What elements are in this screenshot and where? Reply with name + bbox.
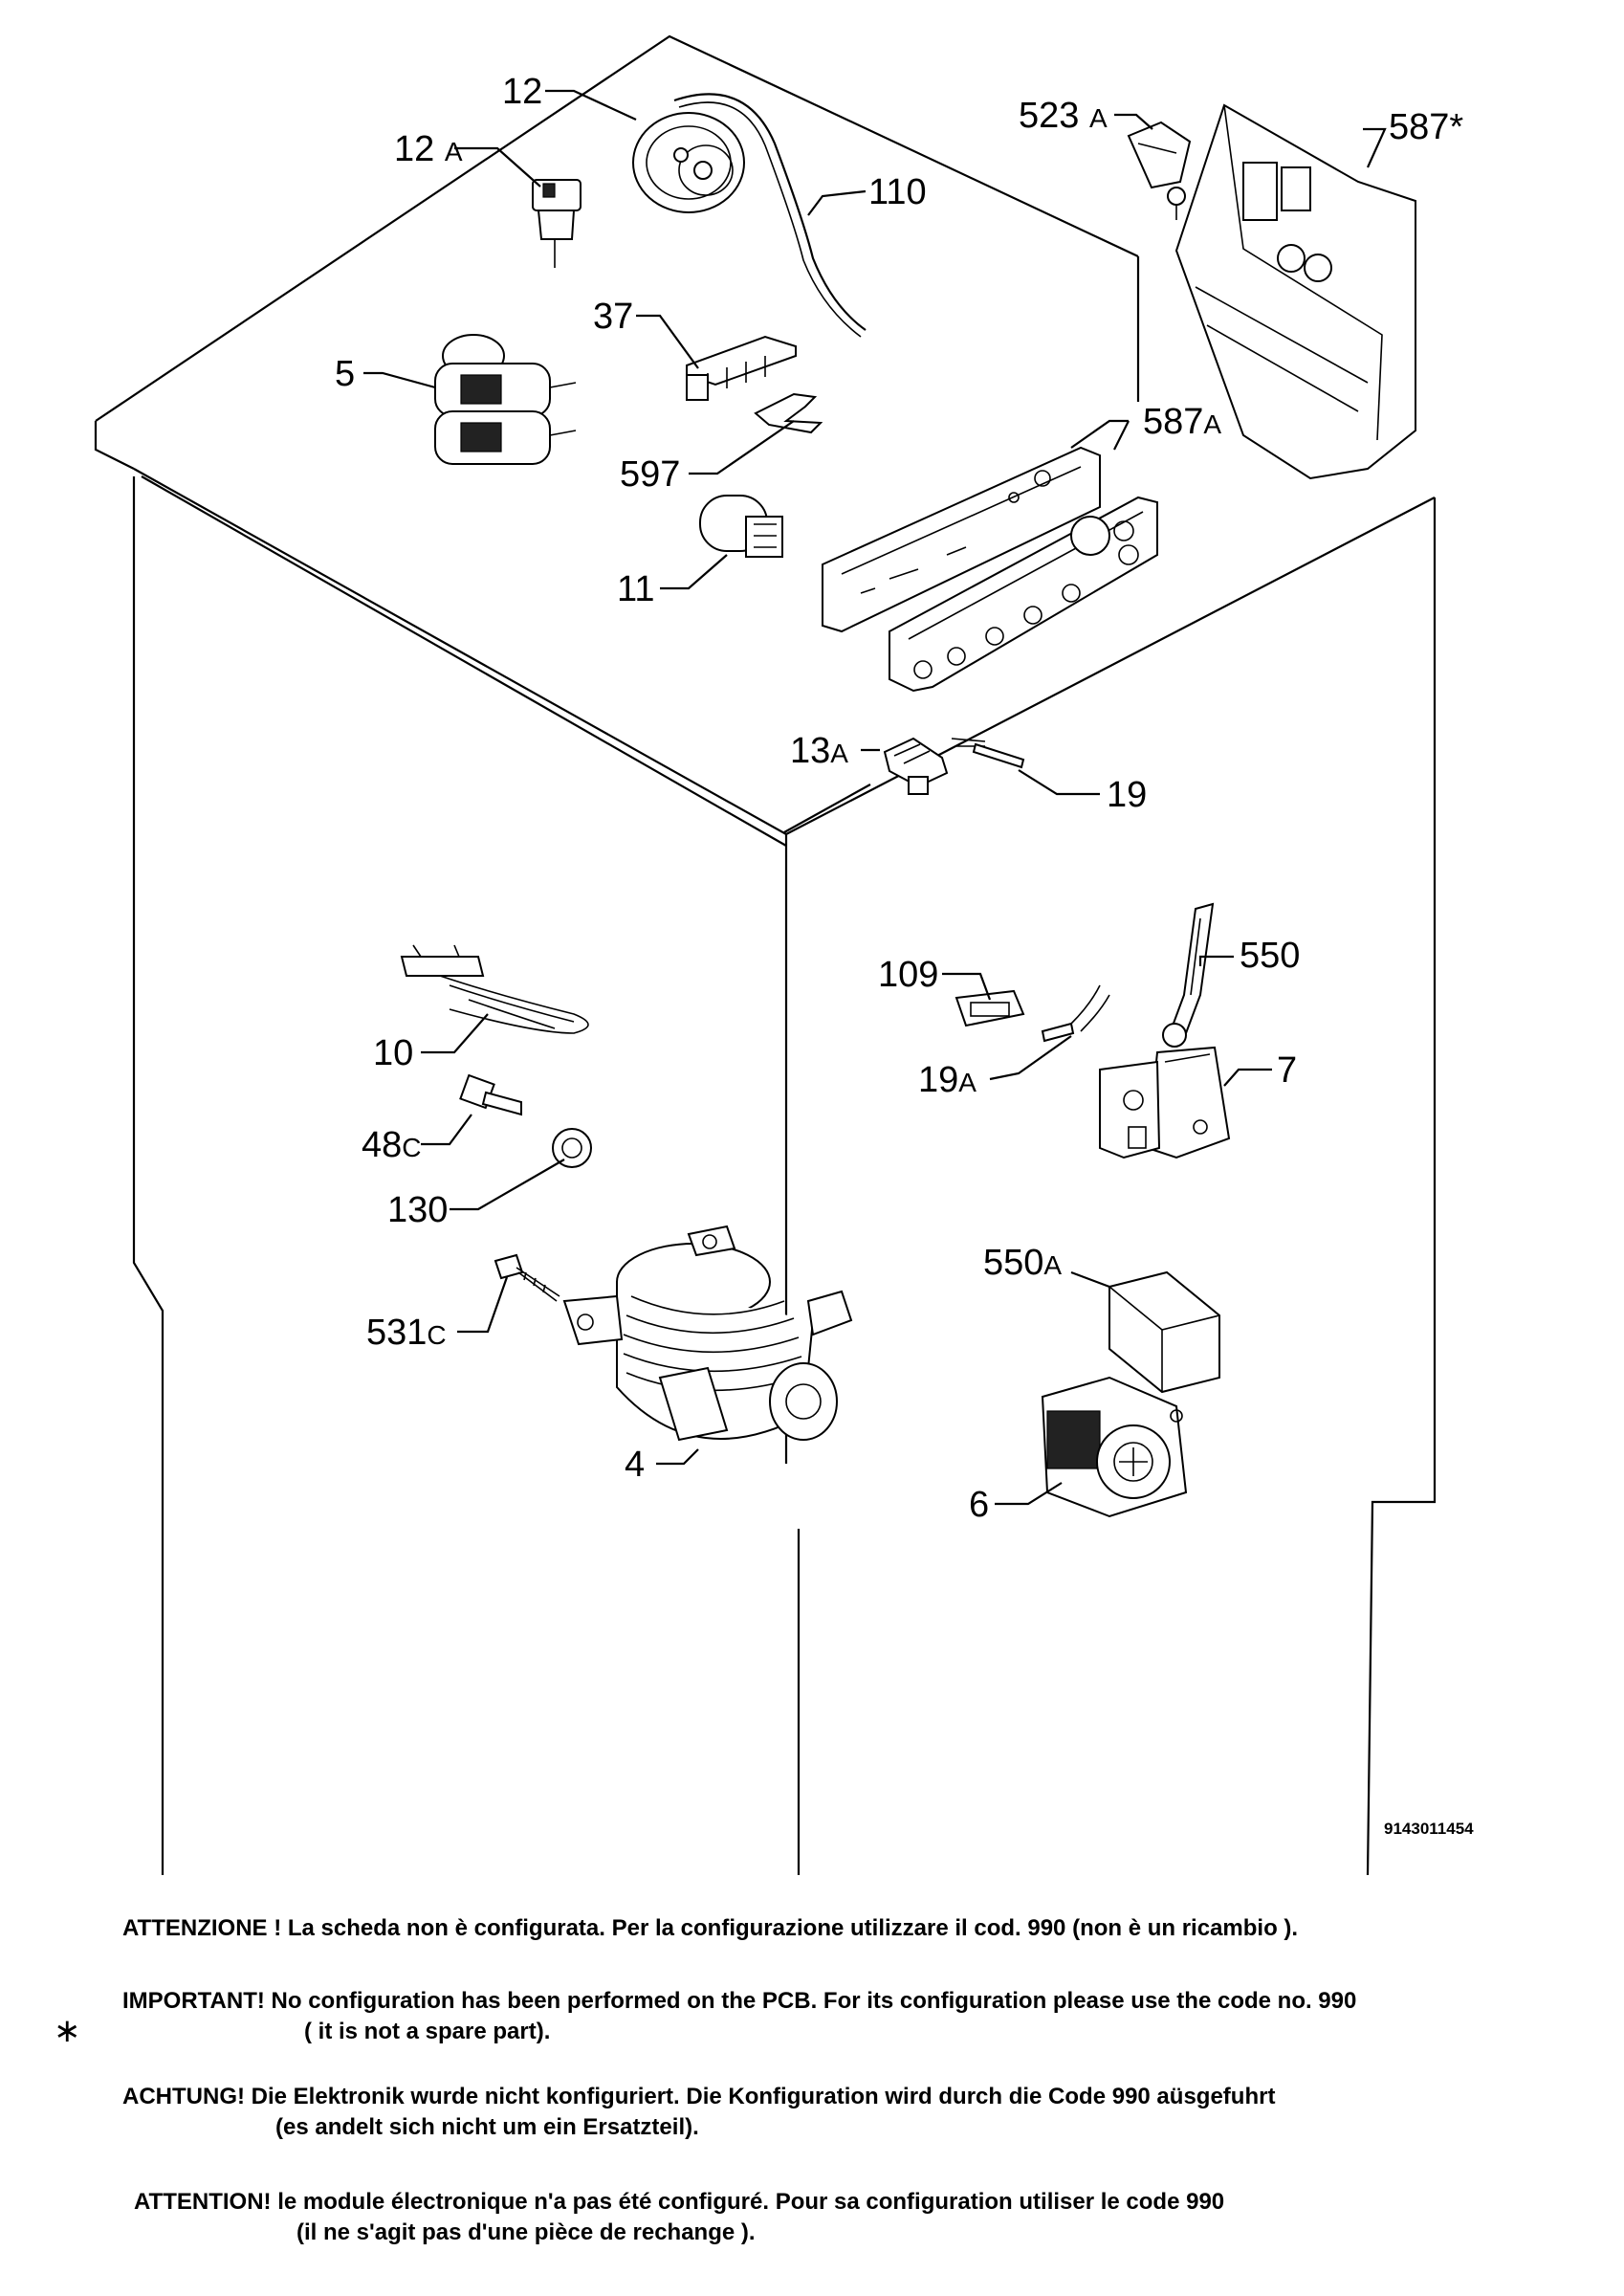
part-label-12a: 12 A [394,129,463,169]
valve-part [434,334,577,465]
part-label-19: 19 [1107,775,1147,815]
part-label-37: 37 [593,297,633,337]
part-label-109: 109 [878,955,938,995]
probe-part [951,738,1025,769]
part-label-130: 130 [387,1190,448,1230]
lock-cover-part [1108,1270,1220,1394]
asterisk-marker: ∗ [54,2013,81,2049]
part-label-597: 597 [620,454,680,495]
control-panel-part [822,446,1158,693]
part-label-587a: 587A [1143,402,1221,442]
part-label-13a: 13A [790,731,848,771]
leader-lines [363,89,1387,1506]
clip-part [1127,121,1192,220]
note-french: ATTENTION! le module électronique n'a pa… [134,2189,1225,2245]
note-italian: ATTENZIONE ! La scheda non è configurata… [122,1915,1299,1941]
cabinet-outline [94,34,1437,1875]
part-label-110: 110 [868,172,927,212]
exploded-parts-diagram: 12 12 A 110 523 A 587* 5 37 597 587A 11 … [94,34,1463,1875]
connector-part [883,737,949,795]
wire-sensor-part [1041,984,1110,1043]
part-label-11: 11 [617,569,654,609]
part-label-19a: 19A [918,1060,977,1100]
part-label-523a: 523 A [1019,96,1108,136]
cover-part [955,989,1025,1027]
part-label-7: 7 [1277,1050,1297,1091]
part-label-48c: 48C [362,1125,422,1165]
pcb-assembly-part [1174,103,1416,480]
part-label-12: 12 [502,72,542,112]
level-sensor-part [532,179,582,268]
pressure-switch-part [632,93,867,338]
bracket-part [754,392,823,434]
lever-part [1162,902,1215,1048]
motor-part [562,1225,853,1442]
door-lock-part [1099,1046,1231,1159]
sensor-nut-part [459,1073,522,1116]
part-label-550a: 550A [983,1243,1062,1283]
part-labels: 12 12 A 110 523 A 587* 5 37 597 587A 11 … [335,72,1463,1525]
note-english: IMPORTANT! No configuration has been per… [122,1988,1357,2044]
part-label-4: 4 [625,1445,645,1485]
terminal-strip-part [686,335,797,401]
heater-part [400,944,589,1034]
note-german: ACHTUNG! Die Elektronik wurde nicht konf… [122,2084,1276,2140]
part-label-5: 5 [335,354,355,394]
bolt-part [494,1253,560,1302]
drawing-code: 9143011454 [1384,1820,1474,1838]
part-label-6: 6 [969,1485,989,1525]
part-label-10: 10 [373,1033,413,1073]
pump-part [1041,1376,1188,1518]
capacitor-part [699,495,783,558]
part-label-531c: 531C [366,1313,447,1353]
part-label-587-star: 587* [1389,107,1463,147]
gear-part [552,1128,592,1168]
part-label-550: 550 [1240,936,1300,976]
